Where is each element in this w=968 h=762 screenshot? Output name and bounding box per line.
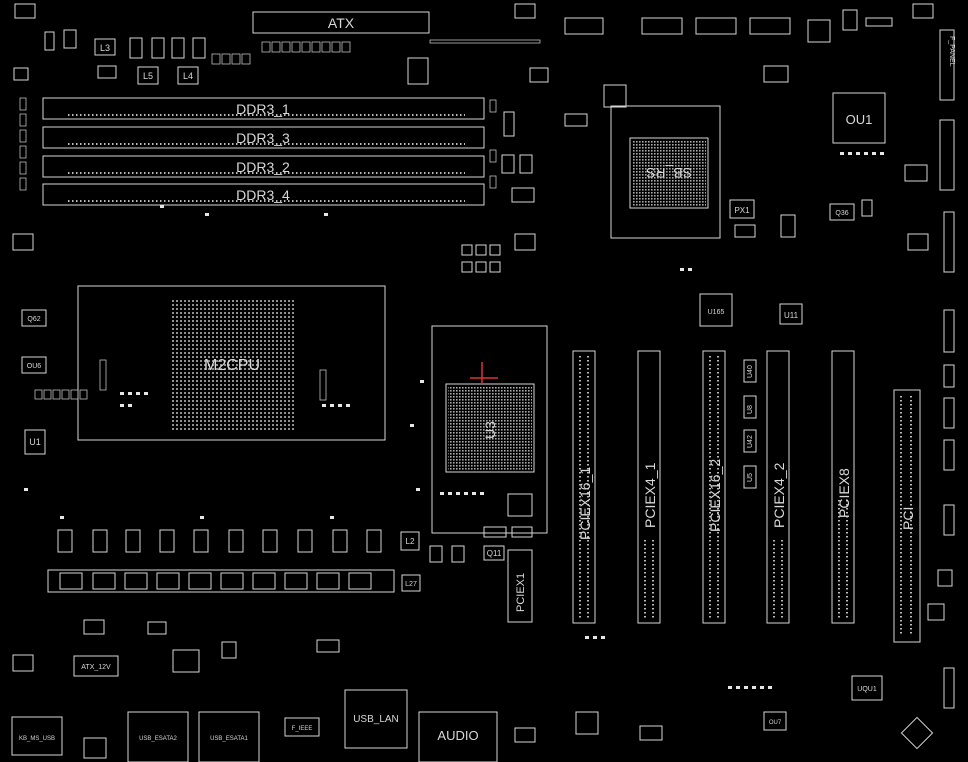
usb-esata2-label: USB_ESATA2: [139, 736, 177, 742]
u165-u11: U165 U11: [461, 233, 803, 327]
ddr3-2-label: DDR3_2: [236, 159, 290, 175]
ddr3-slot-4: DDR3_4: [42, 183, 485, 206]
bottom-components: ATX_12V OU7 UQU1: [12, 619, 934, 759]
f-ieee-label: F_IEEE: [292, 726, 313, 732]
audio-label: AUDIO: [437, 728, 478, 743]
l27-label: L27: [405, 581, 417, 588]
u1-label: U1: [29, 437, 41, 447]
u40-label: U40: [747, 365, 754, 378]
pciex1-slot: PCIEX1: [507, 549, 533, 623]
u165-label: U165: [708, 309, 725, 316]
sb-chip: SB_RS PX1: [501, 65, 796, 239]
ou6-label: OU6: [27, 363, 42, 370]
vrm-row: L2 L27: [47, 529, 421, 593]
usb-esata2-connector: USB_ESATA2: [127, 711, 189, 762]
usb-esata1-connector: USB_ESATA1: [198, 711, 260, 762]
audio-connector: AUDIO: [418, 711, 498, 762]
kb-ms-usb-connector: KB_MS_USB: [11, 716, 63, 756]
sb-label: SB_RS: [646, 165, 692, 181]
l3-label: L3: [100, 43, 110, 53]
m2cpu-label: M2CPU: [204, 357, 260, 374]
pciex4-1-slot: PCIEX4_1: [637, 350, 661, 624]
px1-label: PX1: [734, 206, 750, 215]
f-panel-label: F_PANEL: [948, 36, 955, 67]
usb-lan-label: USB_LAN: [353, 714, 399, 725]
pciex1-label: PCIEX1: [515, 573, 527, 612]
pci-slot: PCI: [893, 389, 921, 643]
ddr3-3-label: DDR3_3: [236, 130, 290, 146]
pciex16-1-slot: PCIEX16_1: [572, 350, 596, 624]
u5-label: U5: [747, 473, 754, 482]
atx-12v-label: ATX_12V: [81, 664, 111, 671]
l4-label: L4: [183, 71, 193, 81]
ou7-label: OU7: [769, 720, 782, 726]
kb-ms-usb-label: KB_MS_USB: [19, 736, 55, 742]
l5-label: L5: [143, 71, 153, 81]
atx-connector: ATX: [252, 11, 430, 34]
pciex4-2-label: PCIEX4_2: [771, 462, 787, 528]
ddr-side-caps: [19, 97, 497, 191]
ddr3-slot-2: DDR3_2: [42, 155, 485, 178]
atx-label: ATX: [328, 15, 355, 31]
m2cpu-socket: M2CPU: [77, 285, 386, 441]
pciex8-label: PCIEX8: [836, 468, 852, 518]
q62-label: Q62: [27, 316, 40, 323]
pciex16-2-slot: PCIEX16_2: [702, 350, 726, 624]
pciex8-slot: PCIEX8: [831, 350, 855, 624]
top-left-components: L3 L5 L4: [13, 3, 536, 85]
ddr3-slot-1: DDR3_1: [42, 97, 485, 120]
ddr3-4-label: DDR3_4: [236, 187, 290, 203]
cap-row-top: [211, 41, 351, 65]
uqu1-label: UQU1: [857, 686, 877, 693]
left-components: Q62 OU6 U1: [12, 233, 88, 455]
u42-label: U42: [747, 435, 754, 448]
top-right-headers: F_PANEL: [564, 3, 955, 191]
usb-lan-connector: USB_LAN: [344, 689, 408, 749]
slot-switch-chips: U40 U8 U42 U5: [743, 359, 757, 489]
u8-label: U8: [747, 405, 754, 414]
f-ieee-header: F_IEEE: [284, 717, 320, 737]
q11-label: Q11: [487, 549, 502, 558]
smd-parts: [24, 152, 884, 689]
pciex16-2-label: PCIEX16_2: [707, 459, 723, 532]
pciex16-1-label: PCIEX16_1: [577, 467, 593, 540]
u3-chip: U3 Q11: [429, 325, 548, 563]
usb-esata1-label: USB_ESATA1: [210, 736, 248, 742]
pciex4-1-label: PCIEX4_1: [642, 462, 658, 528]
l2-label: L2: [406, 537, 415, 546]
ou1-label: OU1: [846, 112, 873, 127]
pciex4-2-slot: PCIEX4_2: [766, 350, 790, 624]
u3-label: U3: [482, 421, 498, 439]
ou1-chip: OU1 Q36: [829, 92, 928, 221]
right-edge-components: [907, 211, 955, 709]
pci-label: PCI: [900, 507, 916, 530]
u11-label: U11: [784, 311, 799, 320]
q36-label: Q36: [835, 210, 848, 217]
ddr3-slot-3: DDR3_3: [42, 126, 485, 149]
ddr3-1-label: DDR3_1: [236, 101, 290, 117]
